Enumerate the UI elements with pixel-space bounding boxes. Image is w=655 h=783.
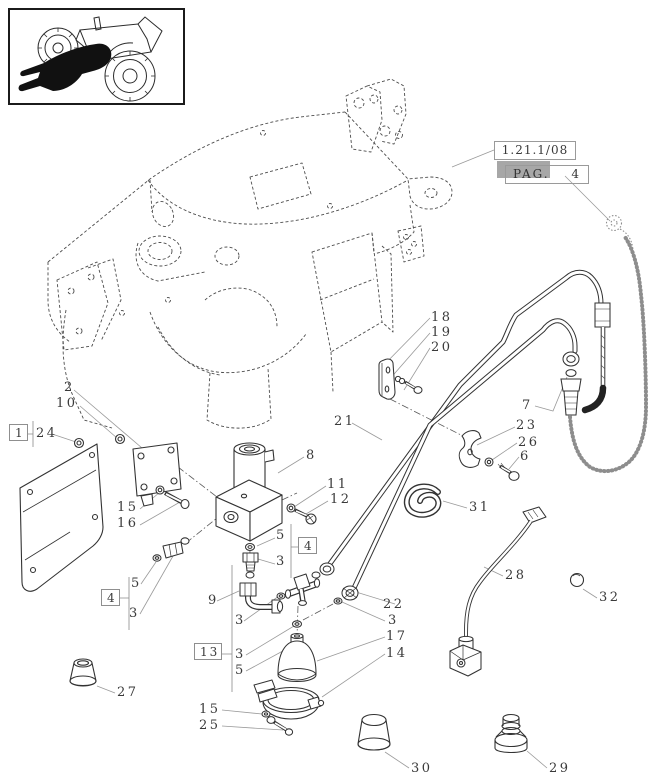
callout-23: 23 bbox=[516, 418, 538, 433]
tractor-front-hitch-icon bbox=[18, 16, 163, 102]
fittings-stack bbox=[152, 537, 343, 628]
braided-hose bbox=[581, 327, 607, 414]
hook-clip-31 bbox=[403, 483, 442, 518]
callout-31: 31 bbox=[469, 500, 491, 515]
solenoid-cable-28 bbox=[449, 506, 547, 677]
page-reference[interactable]: PAG. 4 bbox=[497, 161, 589, 187]
solenoid-valve bbox=[215, 442, 317, 542]
callout-12: 12 bbox=[330, 492, 352, 507]
tractor-thumbnail bbox=[8, 8, 185, 105]
callout-6: 6 bbox=[520, 449, 531, 464]
callout-3d: 3 bbox=[235, 647, 246, 662]
callout-5b: 5 bbox=[131, 576, 142, 591]
callout-7: 7 bbox=[522, 398, 533, 413]
callout-16: 16 bbox=[117, 516, 139, 531]
callout-21: 21 bbox=[334, 414, 356, 429]
callout-15b: 15 bbox=[199, 702, 221, 717]
callout-29: 29 bbox=[549, 761, 571, 776]
front-hitch-silhouette bbox=[18, 43, 112, 92]
callout-15: 15 bbox=[117, 500, 139, 515]
leader-lines bbox=[27, 149, 611, 769]
callout-17: 17 bbox=[386, 629, 408, 644]
callout-5c: 5 bbox=[235, 663, 246, 678]
steel-pipes bbox=[326, 269, 604, 591]
callout-8: 8 bbox=[306, 448, 317, 463]
callout-18: 18 bbox=[431, 310, 453, 325]
section-reference-link[interactable]: 1.21.1/08 bbox=[494, 141, 576, 160]
callout-5a: 5 bbox=[276, 528, 287, 543]
pipe-bracket-18 bbox=[378, 358, 423, 400]
callout-11: 11 bbox=[327, 477, 349, 492]
bell-cap-and-clamp bbox=[253, 632, 325, 736]
rubber-caps-plugs bbox=[69, 572, 585, 754]
callout-13-box: 13 bbox=[194, 643, 223, 660]
callout-3e: 3 bbox=[388, 613, 399, 628]
callout-28: 28 bbox=[505, 568, 527, 583]
callout-14: 14 bbox=[386, 646, 408, 661]
page-reference-label: PAG. bbox=[513, 167, 550, 181]
page-reference-box: PAG. 4 bbox=[505, 165, 589, 184]
callout-19: 19 bbox=[431, 325, 453, 340]
rear-axle-housing-sketch bbox=[47, 78, 453, 429]
callout-30: 30 bbox=[411, 761, 433, 776]
callout-4a-box: 4 bbox=[298, 537, 317, 554]
callout-24: 24 bbox=[36, 426, 58, 441]
pipe-clip-23 bbox=[458, 430, 520, 481]
callout-22: 22 bbox=[383, 597, 405, 612]
callout-26: 26 bbox=[518, 435, 540, 450]
callout-1-box: 1 bbox=[9, 424, 28, 441]
callout-9: 9 bbox=[208, 593, 219, 608]
page-reference-number: 4 bbox=[571, 167, 581, 181]
callout-20: 20 bbox=[431, 340, 453, 355]
flexible-hose-dotted bbox=[568, 235, 649, 474]
guard-plates bbox=[19, 433, 190, 592]
callout-32: 32 bbox=[599, 590, 621, 605]
callout-2: 2 bbox=[64, 380, 75, 395]
pipe-end-fittings bbox=[319, 302, 611, 601]
callout-3a: 3 bbox=[276, 554, 287, 569]
callout-10: 10 bbox=[56, 396, 78, 411]
callout-25: 25 bbox=[199, 718, 221, 733]
hose-top-fitting-dotted bbox=[605, 214, 634, 251]
callout-3c: 3 bbox=[235, 613, 246, 628]
callout-3b: 3 bbox=[129, 606, 140, 621]
callout-27: 27 bbox=[117, 685, 139, 700]
callout-4b-box: 4 bbox=[101, 589, 120, 606]
